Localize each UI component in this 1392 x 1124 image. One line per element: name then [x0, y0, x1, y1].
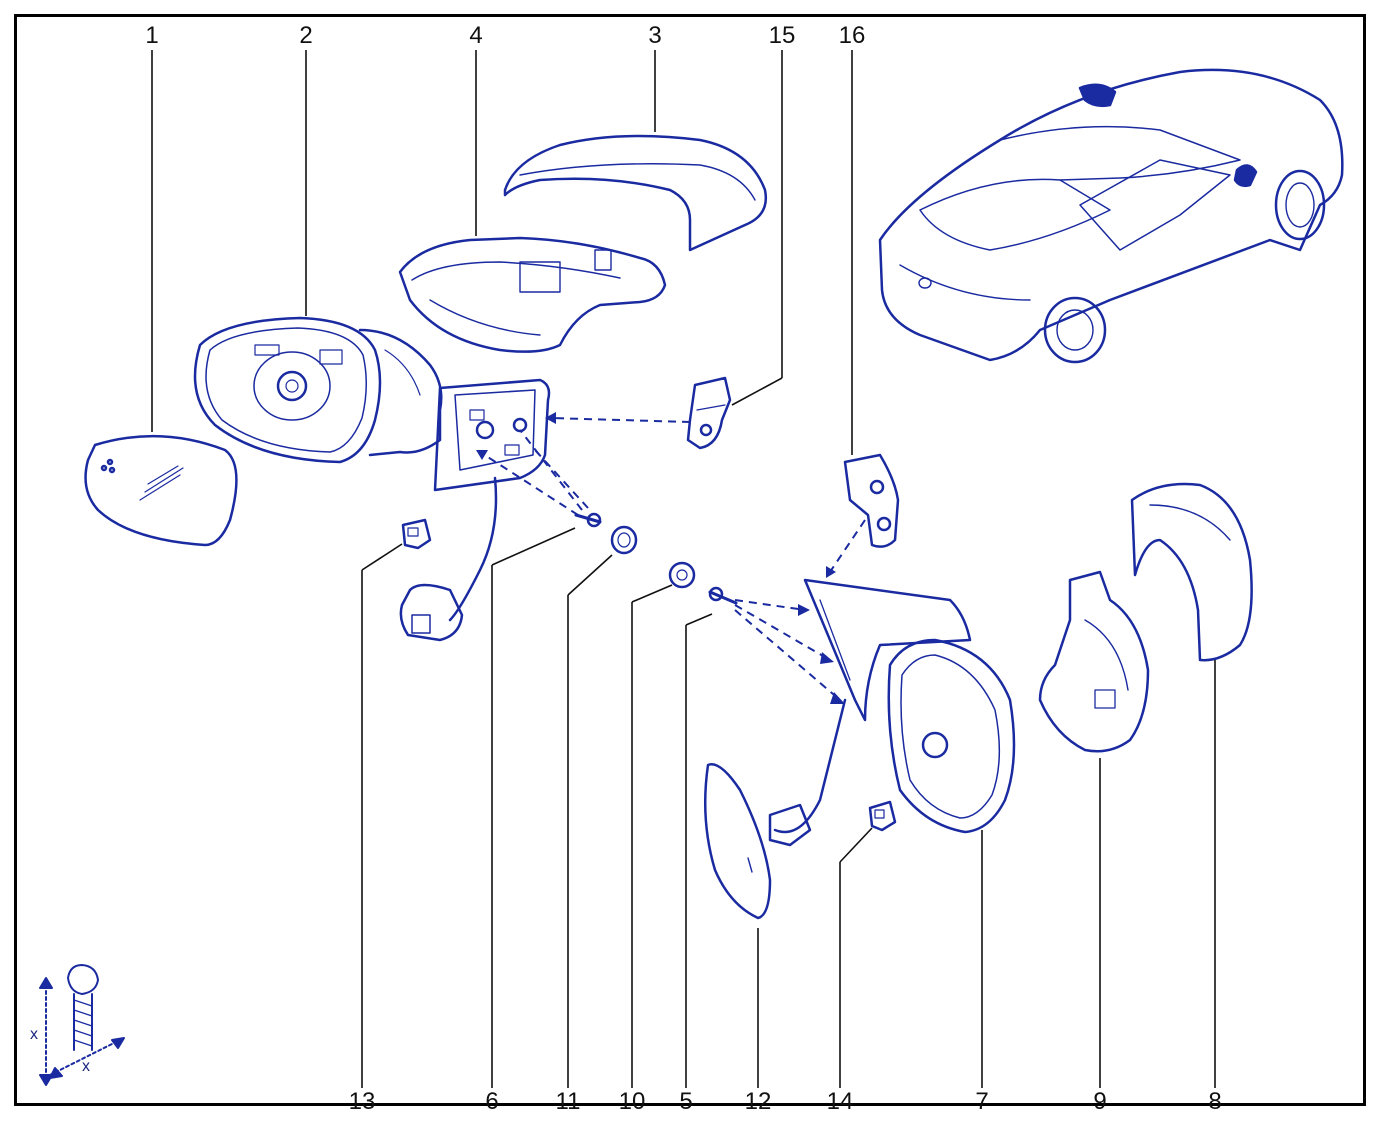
car-icon — [878, 68, 1344, 364]
mirror-cap-right — [1130, 482, 1253, 662]
arrow-heads — [476, 412, 845, 704]
callout-4: 4 — [469, 22, 483, 49]
callout-3: 3 — [648, 22, 662, 49]
callout-12: 12 — [744, 1088, 772, 1115]
callout-2: 2 — [299, 22, 313, 49]
mirror-housing-right — [768, 638, 1016, 847]
mirror-housing-left — [193, 316, 443, 464]
seal-15 — [686, 376, 732, 450]
cap-10 — [668, 561, 696, 589]
callout-5: 5 — [679, 1088, 693, 1115]
mirror-cap-top — [503, 134, 768, 252]
callout-9: 9 — [1093, 1088, 1107, 1115]
torque-x-label-horizontal: x — [82, 1058, 90, 1075]
leader-lines — [151, 50, 1216, 1088]
seal-16 — [843, 453, 900, 548]
cover-frame-right — [1038, 570, 1150, 753]
clip-14 — [868, 800, 897, 832]
callout-6: 6 — [485, 1088, 499, 1115]
callout-10: 10 — [618, 1088, 646, 1115]
screw-6 — [574, 512, 602, 528]
torque-x-label-vertical: x — [30, 1026, 38, 1043]
mirror-base-assembly — [399, 378, 551, 642]
cover-frame — [398, 236, 667, 353]
callout-16: 16 — [838, 22, 866, 49]
callout-8: 8 — [1208, 1088, 1222, 1115]
callout-13: 13 — [348, 1088, 376, 1115]
callout-14: 14 — [826, 1088, 854, 1115]
clip-13 — [401, 518, 432, 550]
callout-1: 1 — [145, 22, 159, 49]
callout-11: 11 — [555, 1088, 581, 1115]
mirror-glass-left — [84, 434, 238, 547]
callout-7: 7 — [975, 1088, 989, 1115]
base-gasket-right — [803, 578, 972, 722]
assembly-arrows — [479, 417, 866, 701]
cap-11 — [610, 525, 638, 555]
mirror-glass-right — [703, 763, 772, 920]
bolt-torque-icon — [39, 964, 125, 1086]
screw-5 — [708, 586, 738, 605]
callout-15: 15 — [768, 22, 796, 49]
